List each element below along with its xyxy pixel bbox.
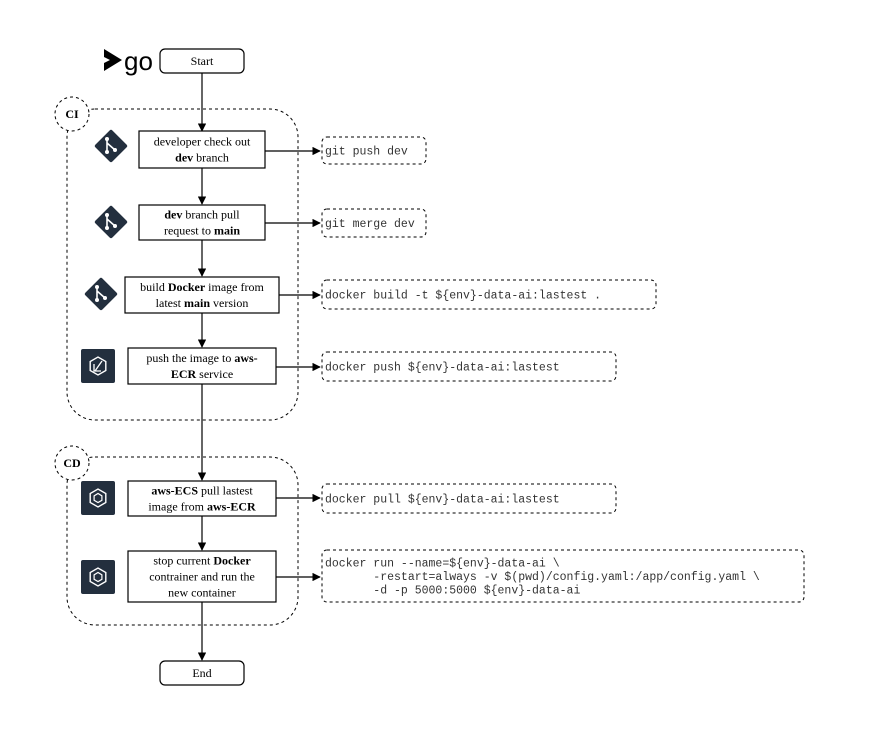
process-step-6: stop current Docker contrainer and run th… xyxy=(127,550,277,603)
process-step-text-segment: developer check out xyxy=(154,135,251,149)
process-step-text: ECR service xyxy=(171,367,233,381)
ci-badge-label: CI xyxy=(65,107,79,121)
command-text: docker build -t ${env}-data-ai:lastest . xyxy=(325,290,601,303)
gocd-logo-text: go xyxy=(124,46,153,76)
start-node: Start xyxy=(159,48,245,74)
aws-ecr-icon xyxy=(81,349,115,383)
command-block-3: docker build -t ${env}-data-ai:lastest . xyxy=(321,279,657,310)
process-step-text: new container xyxy=(168,586,236,600)
process-step-text: dev branch pull xyxy=(164,208,240,222)
cd-group xyxy=(66,456,299,626)
process-step-bold-text: aws-ECS xyxy=(151,484,198,498)
process-step-box xyxy=(138,130,266,169)
command-text: -restart=always -v $(pwd)/config.yaml:/a… xyxy=(325,571,760,584)
process-step-text-segment: build xyxy=(140,280,168,294)
gocd-logo: go xyxy=(104,46,153,76)
icons-layer xyxy=(81,129,128,594)
process-step-text-segment: image from xyxy=(148,500,207,514)
process-step-box xyxy=(127,347,277,385)
process-step-1: developer check out dev branch xyxy=(138,130,266,169)
process-step-bold-text: main xyxy=(184,296,210,310)
process-step-text: stop current Docker xyxy=(153,554,251,568)
start-label: Start xyxy=(191,54,214,68)
ci-group xyxy=(66,108,299,421)
process-step-text-segment: branch pull xyxy=(182,208,240,222)
command-box xyxy=(321,549,805,603)
process-step-text: dev branch xyxy=(175,151,229,165)
process-step-text: contrainer and run the xyxy=(149,570,255,584)
command-block-4: docker push ${env}-data-ai:lastest xyxy=(321,351,617,382)
process-step-text-segment: contrainer and run the xyxy=(149,570,255,584)
aws-ecs-icon xyxy=(81,560,115,594)
process-step-text: developer check out xyxy=(154,135,251,149)
process-step-text-segment: new container xyxy=(168,586,236,600)
process-step-bold-text: main xyxy=(214,224,240,238)
end-label: End xyxy=(192,666,211,680)
command-block-2: git merge dev xyxy=(321,208,427,238)
command-text: docker run --name=${env}-data-ai \ xyxy=(325,558,560,571)
cd-badge-label: CD xyxy=(63,456,81,470)
command-text: git merge dev xyxy=(325,218,415,231)
command-text: git push dev xyxy=(325,146,408,159)
command-text: docker push ${env}-data-ai:lastest xyxy=(325,362,560,375)
process-step-text-segment: request to xyxy=(164,224,214,238)
process-step-5: aws-ECS pull lastest image from aws-ECR xyxy=(127,480,277,517)
git-icon xyxy=(94,129,128,163)
process-step-bold-text: aws- xyxy=(234,351,257,365)
git-icon xyxy=(84,277,118,311)
process-step-box xyxy=(138,204,266,241)
gocd-logo-mark xyxy=(104,49,122,71)
process-step-text: aws-ECS pull lastest xyxy=(151,484,253,498)
process-step-text: image from aws-ECR xyxy=(148,500,256,514)
command-block-5: docker pull ${env}-data-ai:lastest xyxy=(321,483,617,514)
process-step-3: build Docker image from latest main versi… xyxy=(124,276,280,314)
process-step-bold-text: dev xyxy=(164,208,182,222)
process-step-bold-text: aws-ECR xyxy=(207,500,256,514)
git-icon xyxy=(94,205,128,239)
process-step-text: latest main version xyxy=(156,296,249,310)
aws-ecs-icon xyxy=(81,481,115,515)
process-step-text: push the image to aws- xyxy=(146,351,257,365)
command-text: -d -p 5000:5000 ${env}-data-ai xyxy=(325,585,580,598)
process-step-box xyxy=(127,480,277,517)
process-step-box xyxy=(127,550,277,603)
process-step-text-segment: latest xyxy=(156,296,184,310)
process-step-bold-text: Docker xyxy=(213,554,251,568)
process-step-text: request to main xyxy=(164,224,240,238)
end-node: End xyxy=(159,660,245,686)
process-step-text-segment: pull lastest xyxy=(198,484,253,498)
process-step-text-segment: branch xyxy=(193,151,229,165)
process-step-text-segment: service xyxy=(196,367,233,381)
process-step-text: build Docker image from xyxy=(140,280,264,294)
command-box xyxy=(321,483,617,514)
process-step-bold-text: ECR xyxy=(171,367,197,381)
process-step-4: push the image to aws-ECR service xyxy=(127,347,277,385)
ci-badge: CI xyxy=(54,96,90,132)
command-box xyxy=(321,351,617,382)
command-block-6: docker run --name=${env}-data-ai \ -rest… xyxy=(321,549,805,603)
command-box xyxy=(321,279,657,310)
command-box xyxy=(321,136,427,165)
process-step-bold-text: Docker xyxy=(168,280,206,294)
command-box xyxy=(321,208,427,238)
commands-layer: git push dev git merge dev docker build -t… xyxy=(321,136,805,603)
process-step-2: dev branch pull request to main xyxy=(138,204,266,241)
process-step-text-segment: stop current xyxy=(153,554,213,568)
process-step-text-segment: image from xyxy=(205,280,264,294)
process-step-bold-text: dev xyxy=(175,151,193,165)
command-block-1: git push dev xyxy=(321,136,427,165)
cd-badge: CD xyxy=(54,445,90,481)
command-text: docker pull ${env}-data-ai:lastest xyxy=(325,494,560,507)
process-step-text-segment: version xyxy=(210,296,248,310)
process-step-text-segment: push the image to xyxy=(146,351,234,365)
process-step-box xyxy=(124,276,280,314)
